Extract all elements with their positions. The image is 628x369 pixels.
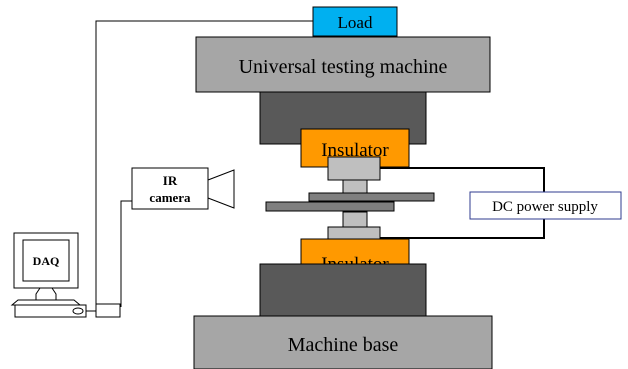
dc-power-label: DC power supply xyxy=(492,199,598,215)
bottom-electrode-neck xyxy=(342,211,368,228)
load-cell-box xyxy=(312,6,398,37)
load-label: Load xyxy=(338,13,373,32)
computer-icon xyxy=(10,232,87,318)
upper-plate xyxy=(308,192,435,202)
ir-camera-label-line2: camera xyxy=(149,190,191,205)
top-insulator-label: Insulator xyxy=(321,140,389,161)
machine-label: Universal testing machine xyxy=(239,56,448,78)
ir-camera-label-line1: IR xyxy=(163,173,178,188)
dc-wire-bottom xyxy=(380,218,545,239)
dc-wire-top xyxy=(380,167,545,193)
camera-signal-wire xyxy=(120,200,132,307)
dc-power-supply-box xyxy=(469,191,622,220)
top-electrode-head xyxy=(327,156,381,181)
specimen-plate xyxy=(265,201,395,212)
ir-camera-icon xyxy=(131,167,235,210)
daq-label: DAQ xyxy=(33,254,60,268)
base-label: Machine base xyxy=(288,334,399,356)
lower-grip-block xyxy=(259,263,427,317)
machine-head xyxy=(195,36,491,93)
daq-adapter-box xyxy=(95,303,121,318)
top-electrode-neck xyxy=(342,179,368,194)
machine-base xyxy=(193,315,493,369)
load-signal-wire xyxy=(95,20,313,307)
